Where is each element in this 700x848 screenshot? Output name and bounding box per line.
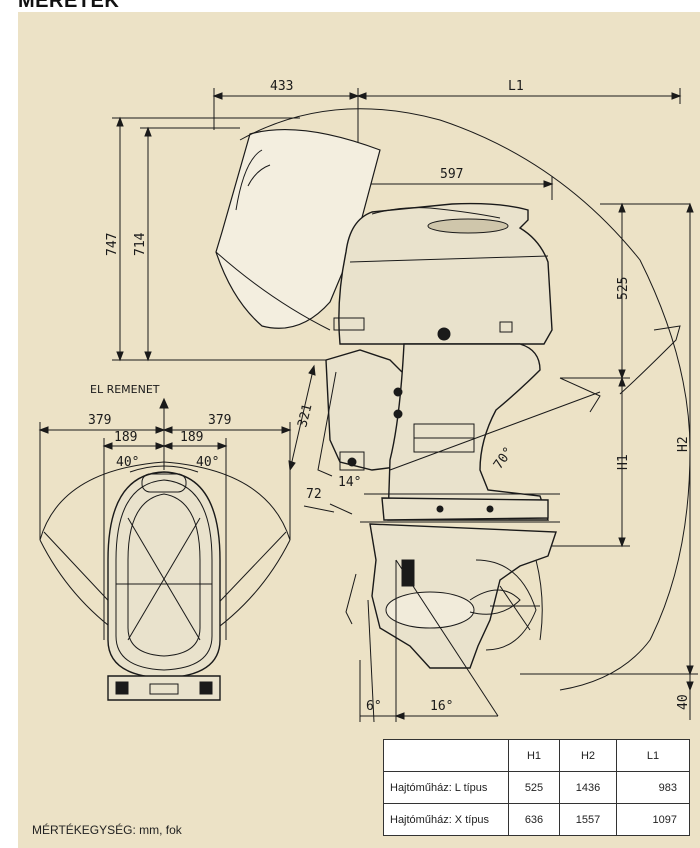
unit-note: MÉRTÉKEGYSÉG: mm, fok <box>32 823 182 837</box>
table-header-h1: H1 <box>508 739 560 772</box>
dim-433-label: 433 <box>270 79 293 94</box>
diagram-panel: 433 L1 45 597 747 714 <box>18 12 700 848</box>
top-view: EL REMENET 379 379 189 189 40° 40° <box>38 383 292 701</box>
dim-525-label: 525 <box>616 277 631 300</box>
row-l1: 1097 <box>616 803 690 836</box>
table-header-row: H1 H2 L1 <box>383 739 690 772</box>
top-view-direction-label: EL REMENET <box>90 383 160 396</box>
row-l1: 983 <box>616 771 690 804</box>
dim-14deg-label: 14° <box>338 475 361 490</box>
gearcase <box>369 523 557 669</box>
table-row: Hajtóműház: L típus 525 1436 983 <box>383 771 690 804</box>
row-label: Hajtóműház: L típus <box>383 771 509 804</box>
table-header-h2: H2 <box>559 739 617 772</box>
row-h1: 525 <box>508 771 560 804</box>
table-header-l1: L1 <box>616 739 690 772</box>
dim-714-label: 714 <box>133 232 148 256</box>
row-label: Hajtóműház: X típus <box>383 803 509 836</box>
dim-747-label: 747 <box>105 233 120 256</box>
outboard-dimension-drawing: 433 L1 45 597 747 714 <box>38 79 698 723</box>
dim-70deg-label: 70° <box>491 444 517 472</box>
dim-72-14deg: 72 14° <box>303 475 361 515</box>
dim-321-label: 321 <box>295 403 315 429</box>
tilt-range-arc <box>239 108 691 691</box>
table-header-corner <box>383 739 509 772</box>
dim-747-714: 747 714 <box>105 116 360 362</box>
dim-379-right-label: 379 <box>208 413 231 428</box>
dim-597-label: 597 <box>440 167 463 182</box>
page-title: MÉRETEK <box>18 0 120 12</box>
dim-h2-label: H2 <box>676 436 691 452</box>
table-row: Hajtóműház: X típus 636 1557 1097 <box>383 803 690 836</box>
tilted-engine-outline <box>215 128 381 329</box>
dim-525-h1-h2: 525 H1 H2 40 <box>520 202 698 720</box>
dim-40-label: 40 <box>676 694 691 710</box>
dim-16deg-label: 16° <box>430 699 453 714</box>
propeller <box>475 559 540 651</box>
dim-379-left-label: 379 <box>88 413 111 428</box>
dim-6-16deg: 6° 16° <box>359 559 499 723</box>
dim-321: 321 <box>288 364 316 472</box>
top-view-engine-outline <box>107 471 221 679</box>
row-h2: 1436 <box>559 771 617 804</box>
dim-40deg-left-label: 40° <box>116 455 139 470</box>
midsection <box>387 343 549 521</box>
dim-189-left-label: 189 <box>114 430 137 445</box>
row-h2: 1557 <box>559 803 617 836</box>
row-h1: 636 <box>508 803 560 836</box>
dim-189-right-label: 189 <box>180 430 203 445</box>
dim-h1-label: H1 <box>616 454 631 470</box>
dim-l1-label: L1 <box>508 79 524 94</box>
dim-40deg-right-label: 40° <box>196 455 219 470</box>
engine-cowl <box>338 202 553 345</box>
specifications-table: H1 H2 L1 Hajtóműház: L típus 525 1436 98… <box>383 739 690 836</box>
dim-72-label: 72 <box>306 487 322 502</box>
dim-6deg-label: 6° <box>366 699 382 714</box>
